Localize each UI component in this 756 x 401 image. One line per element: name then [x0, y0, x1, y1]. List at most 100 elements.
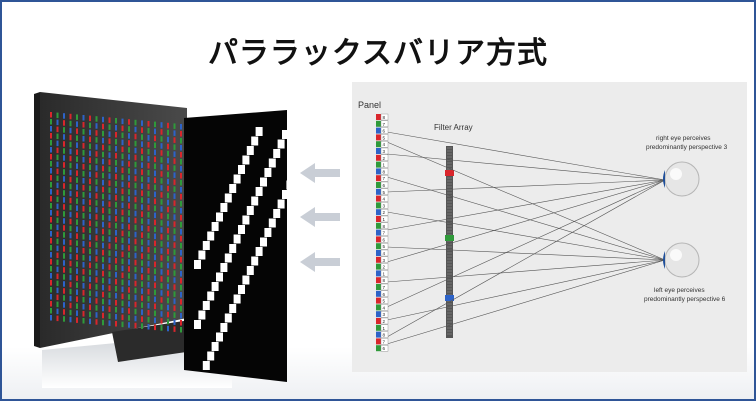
pixel-subcell	[102, 235, 104, 242]
barrier-slit	[260, 177, 267, 187]
pixel-subcell	[128, 301, 130, 307]
panel-cell-number: 1	[383, 163, 386, 168]
panel-cell	[380, 120, 389, 127]
pixel-subcell	[69, 197, 72, 204]
filter-slit-red	[445, 170, 454, 176]
barrier-slit	[207, 231, 215, 241]
pixel-subcell	[134, 147, 137, 154]
barrier-slit	[273, 209, 281, 218]
pixel-subcell	[154, 226, 156, 233]
pixel-subcell	[102, 116, 104, 123]
panel-cell	[380, 270, 389, 277]
panel-color-swatch	[376, 331, 381, 338]
pixel-subcell	[69, 134, 72, 141]
pixel-subcell	[89, 234, 91, 241]
panel-cell-number: 5	[383, 190, 386, 195]
pixel-subcell	[160, 185, 163, 191]
pixel-subcell	[141, 225, 143, 231]
pixel-subcell	[95, 221, 98, 227]
panel-color-swatch	[376, 311, 381, 318]
pixel-subcell	[89, 164, 91, 171]
panel-cell-number: 4	[383, 305, 386, 310]
arrow-3	[300, 252, 340, 272]
pixel-subcell	[167, 227, 169, 234]
barrier-slit	[242, 155, 250, 165]
pixel-subcell	[76, 135, 78, 141]
panel-cell-number: 5	[383, 135, 386, 140]
pixel-subcell	[108, 152, 111, 158]
pixel-subcell	[121, 244, 124, 251]
barrier-slit	[238, 285, 245, 294]
pixel-subcell	[76, 303, 78, 309]
barrier-slit	[211, 222, 219, 231]
pixel-subcell	[141, 288, 143, 294]
pixel-subcell	[115, 223, 117, 229]
pixel-subcell	[102, 172, 104, 179]
pixel-subcell	[63, 309, 65, 315]
pixel-subcell	[128, 210, 130, 216]
pixel-subcell	[121, 258, 124, 265]
pixel-subcell	[56, 252, 59, 259]
pixel-subcell	[141, 316, 143, 322]
pixel-subcell	[56, 126, 59, 133]
pixel-subcell	[173, 186, 176, 192]
pixel-subcell	[128, 189, 130, 195]
pixel-subcell	[89, 157, 91, 164]
barrier-slit	[246, 266, 254, 275]
ray-lines	[386, 131, 666, 345]
pixel-subcell	[69, 176, 72, 183]
pixel-subcell	[128, 161, 130, 167]
pixel-subcell	[56, 154, 59, 161]
pixel-subcell	[167, 171, 169, 178]
pixel-subcell	[108, 243, 111, 249]
panel-color-swatch	[376, 256, 381, 263]
pixel-subcell	[160, 248, 163, 254]
pixel-subcell	[63, 295, 65, 301]
pixel-subcell	[134, 273, 137, 280]
panel-cell	[380, 188, 389, 196]
pixel-subcell	[180, 271, 182, 277]
filter-array-bar	[446, 146, 453, 338]
pixel-subcell	[134, 154, 137, 161]
pixel-subcell	[95, 116, 98, 122]
pixel-subcell	[82, 192, 85, 198]
panel-cell	[380, 310, 389, 318]
pixel-subcell	[128, 259, 130, 265]
pixel-subcell	[173, 319, 176, 325]
panel-color-swatch	[376, 175, 381, 182]
pixel-subcell	[95, 263, 98, 269]
pixel-subcell	[108, 208, 111, 214]
pixel-subcell	[141, 309, 143, 315]
barrier-slit	[242, 215, 250, 225]
pixel-subcell	[173, 277, 176, 283]
pixel-subcell	[141, 127, 143, 133]
pixel-subcell	[76, 114, 78, 120]
pixel-subcell	[154, 184, 156, 191]
pixel-subcell	[167, 157, 169, 164]
pixel-subcell	[154, 317, 156, 324]
panel-cell-number: 7	[383, 231, 386, 236]
panel-cell-number: 4	[383, 142, 386, 147]
pixel-subcell	[141, 323, 143, 329]
barrier-slit	[233, 234, 241, 244]
pixel-subcell	[121, 272, 124, 279]
pixel-subcell	[128, 308, 130, 314]
barrier-slit	[220, 203, 228, 212]
pixel-subcell	[89, 178, 91, 185]
pixel-subcell	[95, 235, 98, 241]
pixel-subcell	[147, 282, 150, 288]
barrier-slit	[224, 193, 232, 203]
pixel-subcell	[180, 138, 182, 144]
pixel-subcell	[141, 197, 143, 203]
barrier-slit	[286, 180, 294, 190]
pixel-subcell	[95, 207, 98, 213]
pixel-subcell	[63, 169, 65, 175]
pixel-subcell	[89, 150, 91, 157]
pixel-subcell	[160, 269, 163, 275]
pixel-subcell	[115, 181, 117, 187]
pixel-subcell	[134, 161, 137, 168]
pixel-subcell	[128, 245, 130, 251]
panel-color-swatch	[376, 290, 381, 297]
pixel-subcell	[134, 245, 137, 252]
pixel-subcell	[160, 129, 163, 135]
